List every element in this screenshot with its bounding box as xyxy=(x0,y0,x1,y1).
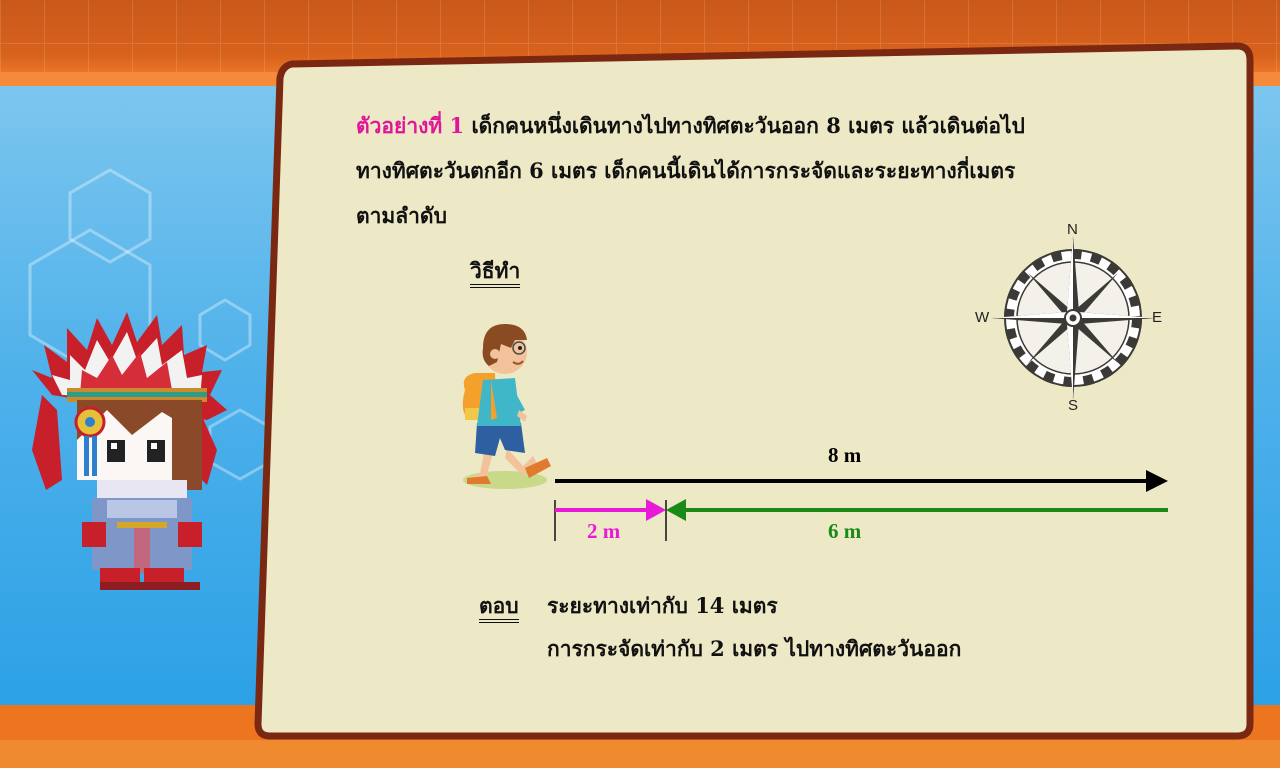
compass-south-label: S xyxy=(1068,397,1079,414)
compass-rose-icon xyxy=(991,236,1155,400)
compass-east-label: E xyxy=(1152,309,1163,326)
displacement-label: 2 m xyxy=(587,519,621,543)
displacement-arrow-2m xyxy=(555,499,666,521)
compass-north-label: N xyxy=(1067,221,1078,238)
pixel-character-illustration xyxy=(32,312,227,590)
answer-distance: ระยะทางเท่ากับ 14 เมตร xyxy=(547,593,778,618)
east-arrow-8m xyxy=(555,470,1168,492)
west-distance-label: 6 m xyxy=(828,519,862,543)
card-frame xyxy=(254,42,1254,740)
answer-heading: ตอบ xyxy=(479,590,519,623)
answer-label: ตอบ xyxy=(479,593,519,623)
walking-boy-illustration xyxy=(462,324,551,489)
west-arrow-6m xyxy=(666,499,1168,521)
content-card xyxy=(252,42,1254,740)
method-heading: วิธีทำ xyxy=(470,255,521,288)
method-label: วิธีทำ xyxy=(470,258,521,288)
problem-line-3: ตามลำดับ xyxy=(356,203,447,228)
compass-west-label: W xyxy=(975,309,990,326)
example-label: ตัวอย่างที่ 1 xyxy=(356,113,465,138)
displacement-diagram xyxy=(554,470,1168,541)
east-distance-label: 8 m xyxy=(828,443,862,467)
feather-headdress xyxy=(32,312,227,490)
footer-stripe xyxy=(0,740,1280,768)
problem-line-2: ทางทิศตะวันตกอีก 6 เมตร เด็กคนนี้เดินได้… xyxy=(356,158,1016,183)
problem-text-1: เด็กคนหนึ่งเดินทางไปทางทิศตะวันออก 8 เมต… xyxy=(471,113,1025,138)
answer-displacement: การกระจัดเท่ากับ 2 เมตร ไปทางทิศตะวันออก xyxy=(547,636,962,661)
problem-line-1: ตัวอย่างที่ 1 เด็กคนหนึ่งเดินทางไปทางทิศ… xyxy=(356,110,1025,143)
